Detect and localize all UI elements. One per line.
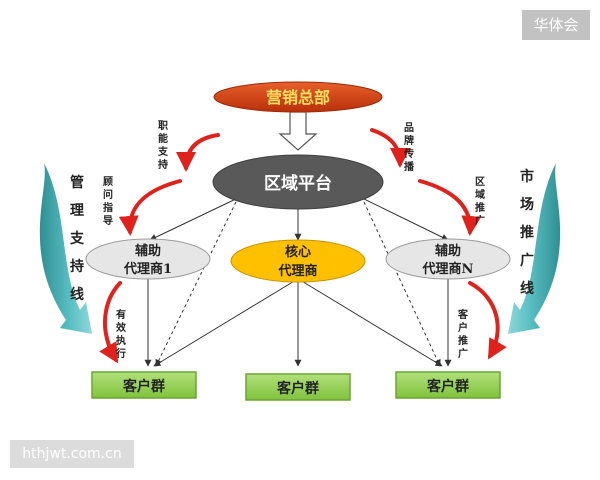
watermark-top-right: 华体会: [522, 10, 590, 40]
connection-lines: [144, 196, 452, 367]
svg-text:管: 管: [70, 174, 84, 191]
customer-right-box: 客户群: [395, 371, 501, 399]
svg-text:顾: 顾: [103, 176, 113, 188]
svg-text:客: 客: [457, 308, 469, 321]
svg-text:问: 问: [103, 188, 113, 201]
svg-text:广: 广: [458, 347, 468, 360]
platform-label: 区域平台: [264, 173, 332, 194]
svg-text:场: 场: [520, 197, 534, 213]
svg-text:执: 执: [116, 334, 126, 347]
svg-text:牌: 牌: [404, 134, 414, 147]
svg-text:导: 导: [103, 215, 113, 227]
agent-left-node: 辅助 代理商1: [85, 238, 211, 280]
hollow-down-arrow: [278, 111, 318, 151]
svg-text:线: 线: [520, 280, 534, 297]
annotation-effective-exec: 有 效 执 行: [115, 308, 127, 360]
svg-text:有: 有: [116, 308, 126, 321]
svg-text:推: 推: [520, 224, 534, 241]
svg-text:播: 播: [404, 160, 415, 173]
svg-text:广: 广: [475, 214, 485, 227]
svg-text:代理商1: 代理商1: [123, 261, 172, 277]
svg-text:代理商: 代理商: [277, 263, 317, 279]
annotation-consult-guide: 顾 问 指 导: [103, 176, 113, 227]
right-side-label: 市 场 推 广 线: [520, 168, 534, 297]
svg-text:客户群: 客户群: [276, 380, 319, 397]
hq-node: 营销总部: [213, 81, 383, 113]
svg-text:辅助: 辅助: [135, 243, 161, 259]
svg-text:支: 支: [157, 145, 169, 158]
management-support-arrow: [39, 163, 92, 334]
svg-text:域: 域: [475, 188, 485, 201]
svg-text:客户群: 客户群: [122, 378, 165, 395]
svg-text:理: 理: [70, 203, 84, 219]
svg-text:推: 推: [475, 201, 485, 214]
watermark-bottom-left: hthjwt.com.cn: [10, 440, 134, 468]
svg-text:传: 传: [403, 147, 414, 160]
annotation-regional-promo: 区 域 推 广: [475, 176, 485, 227]
svg-text:户: 户: [457, 321, 468, 334]
agent-right-node: 辅助 代理商N: [385, 238, 511, 280]
svg-text:核心: 核心: [285, 244, 311, 260]
market-promotion-arrow: [508, 163, 561, 334]
red-arrows: [99, 128, 507, 364]
svg-text:职: 职: [158, 120, 168, 132]
svg-text:辅助: 辅助: [435, 243, 461, 259]
svg-text:持: 持: [158, 158, 168, 171]
svg-text:代理商N: 代理商N: [422, 261, 474, 277]
svg-text:效: 效: [116, 321, 127, 334]
hq-label: 营销总部: [266, 88, 330, 107]
svg-text:持: 持: [70, 258, 84, 275]
svg-text:客户群: 客户群: [426, 378, 469, 395]
svg-text:品: 品: [404, 122, 414, 134]
svg-text:能: 能: [158, 132, 168, 145]
svg-text:推: 推: [458, 334, 468, 347]
svg-text:指: 指: [103, 201, 113, 214]
svg-text:行: 行: [115, 347, 126, 360]
platform-node: 区域平台: [212, 154, 384, 210]
customer-mid-box: 客户群: [245, 373, 351, 401]
customer-left-box: 客户群: [91, 371, 197, 399]
svg-text:线: 线: [70, 286, 84, 303]
core-agent-node: 核心 代理商: [230, 239, 366, 283]
annotation-brand-spread: 品 牌 传 播: [403, 122, 415, 173]
svg-text:广: 广: [520, 252, 534, 269]
annotation-customer-promo: 客 户 推 广: [457, 308, 469, 360]
left-side-label: 管 理 支 持 线: [69, 174, 85, 303]
svg-text:区: 区: [475, 176, 485, 188]
svg-text:支: 支: [69, 230, 85, 247]
svg-text:市: 市: [520, 168, 534, 185]
annotation-function-support: 职 能 支 持: [157, 120, 169, 171]
